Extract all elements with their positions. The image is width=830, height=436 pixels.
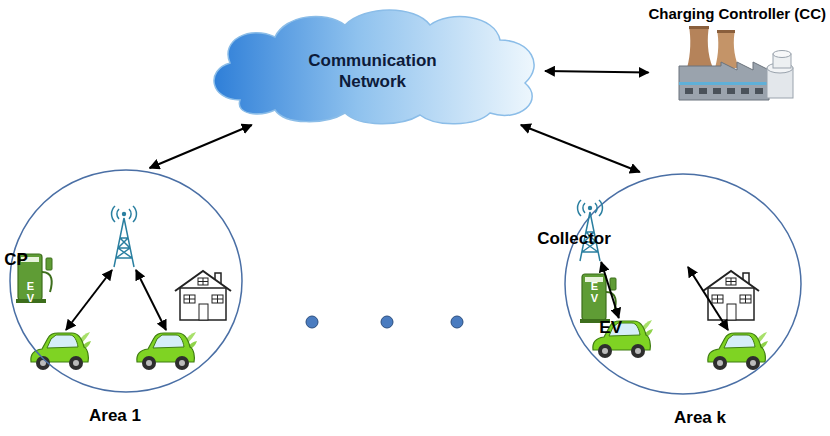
area-label: Area 1 — [89, 406, 141, 426]
link-arrow — [521, 125, 640, 172]
node-label: Communication Network — [298, 50, 448, 92]
station-lettering: EV — [25, 280, 36, 304]
link-arrow — [150, 125, 252, 168]
area-region: CP Area 1 — [8, 168, 244, 430]
area-region: CollectorEV Area k — [563, 172, 803, 432]
ellipsis-dots — [306, 316, 463, 328]
collector-tower — [112, 206, 137, 267]
charging-station — [580, 274, 616, 323]
link-arrow — [601, 262, 619, 318]
station-lettering: EV — [589, 280, 600, 304]
node-label: EV — [599, 318, 622, 338]
charging-point: CP — [16, 250, 56, 304]
node-label: Collector — [537, 229, 611, 249]
ev-car — [708, 332, 768, 370]
area-illustration — [31, 206, 231, 370]
house-icon — [703, 271, 759, 320]
link-arrow — [545, 71, 649, 73]
ev-node: EV — [590, 318, 654, 362]
controller-node: Charging Controller (CC) — [649, 4, 827, 102]
factory-icon — [677, 24, 797, 102]
area-label: Area k — [674, 408, 726, 428]
ev-car — [137, 332, 197, 370]
network-cloud: Communication Network — [200, 5, 545, 125]
collector-node: Collector — [574, 198, 606, 262]
wireless-link — [136, 270, 166, 330]
area-ellipse — [8, 168, 244, 394]
node-label: CP — [4, 250, 28, 270]
wireless-link — [66, 270, 112, 330]
house-icon — [175, 271, 231, 320]
area-ellipse — [563, 172, 803, 396]
wireless-link — [688, 267, 728, 330]
node-label: Charging Controller (CC) — [649, 4, 827, 24]
ev-car — [31, 332, 91, 370]
